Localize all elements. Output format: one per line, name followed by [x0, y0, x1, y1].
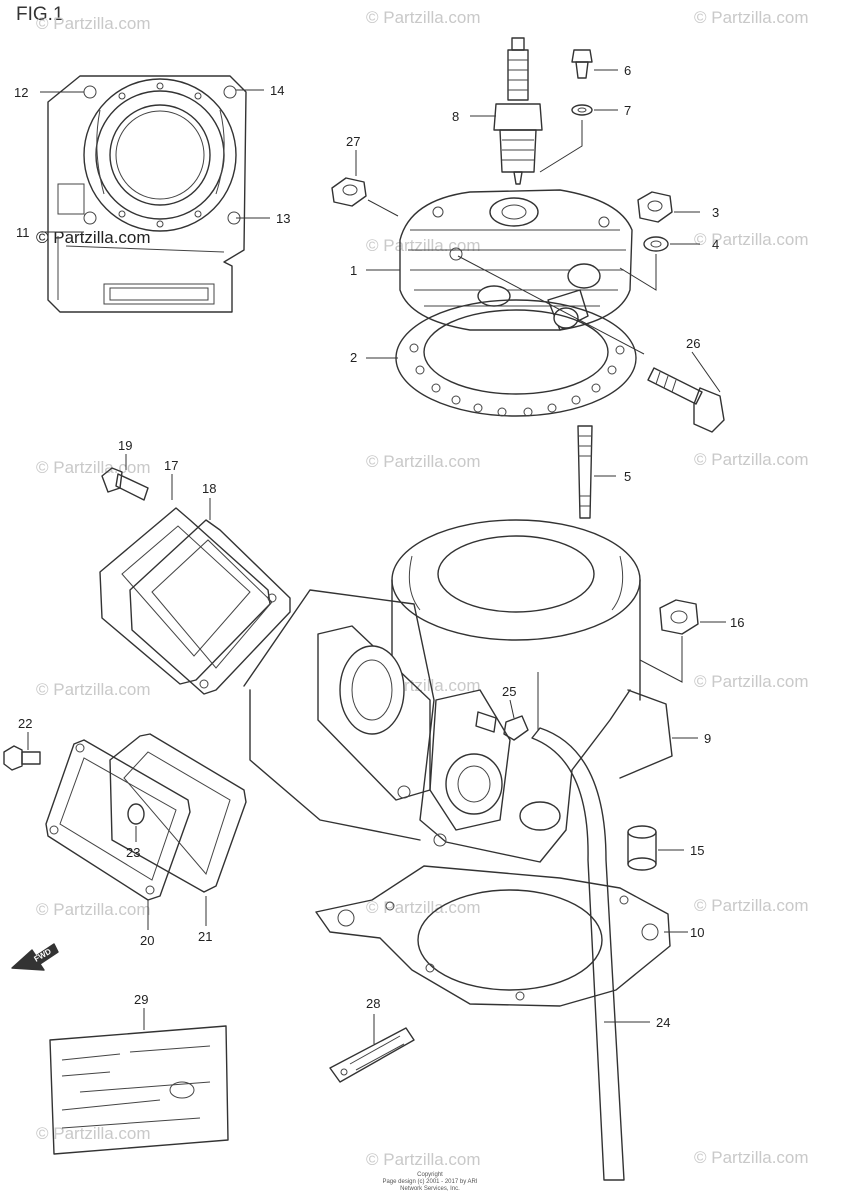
watermark: © Partzilla.com	[366, 1150, 481, 1169]
callout-13: 13	[276, 211, 290, 226]
callout-6: 6	[624, 63, 631, 78]
watermark: © Partzilla.com	[366, 8, 481, 27]
watermark: © Partzilla.com	[366, 898, 481, 917]
washer-4	[643, 236, 669, 252]
callout-29: 29	[134, 992, 148, 1007]
spark-plug	[493, 37, 543, 185]
callout-11: 11	[16, 225, 30, 240]
watermark: © Partzilla.com	[36, 14, 151, 33]
callout-21: 21	[198, 929, 212, 944]
watermark: © Partzilla.com	[694, 450, 809, 469]
watermark: © Partzilla.com	[694, 896, 809, 915]
watermark: © Partzilla.com	[36, 680, 151, 699]
head-gasket	[395, 299, 637, 417]
copyright-line-2: Page design (c) 2001 - 2017 by ARI Netwo…	[382, 1179, 478, 1192]
nut-16	[659, 599, 699, 635]
label-29	[49, 1025, 229, 1155]
watermark: © Partzilla.com	[694, 8, 809, 27]
callout-27: 27	[346, 134, 360, 149]
callout-28: 28	[366, 996, 380, 1011]
cylinder-head	[399, 189, 633, 331]
callout-9: 9	[704, 731, 711, 746]
nut-3	[637, 191, 673, 223]
watermark-inset: © Partzilla.com	[36, 228, 151, 247]
reed-gasket-17	[99, 507, 271, 685]
copyright-line-1: Copyright	[417, 1172, 443, 1178]
callout-23: 23	[126, 845, 140, 860]
dowel-15	[627, 825, 657, 871]
copyright-notice: Copyright Page design (c) 2001 - 2017 by…	[380, 1172, 480, 1193]
callout-5: 5	[624, 469, 631, 484]
watermark: © Partzilla.com	[366, 452, 481, 471]
figure-title: FIG.1	[16, 4, 64, 25]
fitting-25	[475, 711, 529, 741]
bolt-6	[571, 49, 593, 79]
callout-14: 14	[270, 83, 284, 98]
callout-20: 20	[140, 933, 154, 948]
callout-4: 4	[712, 237, 719, 252]
watermark: © Partzilla.com	[694, 1148, 809, 1167]
reed-gasket-21	[109, 733, 247, 893]
washer-7	[571, 104, 593, 116]
bolt-26	[647, 367, 725, 433]
callout-19: 19	[118, 438, 132, 453]
base-gasket	[315, 865, 671, 1007]
nut-27	[331, 177, 367, 207]
fwd-arrow-icon: FWD	[11, 943, 59, 971]
callout-10: 10	[690, 925, 704, 940]
callout-17: 17	[164, 458, 178, 473]
stud-5	[577, 425, 593, 519]
callout-7: 7	[624, 103, 631, 118]
callout-26: 26	[686, 336, 700, 351]
watermark: © Partzilla.com	[36, 1124, 151, 1143]
callout-15: 15	[690, 843, 704, 858]
callout-8: 8	[452, 109, 459, 124]
grommet-23	[127, 803, 145, 825]
watermark: © Partzilla.com	[36, 900, 151, 919]
callout-3: 3	[712, 205, 719, 220]
reed-cover-20	[45, 739, 191, 901]
callout-12: 12	[14, 85, 28, 100]
callout-1: 1	[350, 263, 357, 278]
watermark: © Partzilla.com	[694, 230, 809, 249]
callout-22: 22	[18, 716, 32, 731]
reed-gasket-18	[129, 519, 291, 695]
watermark: © Partzilla.com	[694, 672, 809, 691]
callout-25: 25	[502, 684, 516, 699]
cylinder-top-inset	[47, 75, 247, 313]
label-28	[329, 1027, 415, 1083]
callout-16: 16	[730, 615, 744, 630]
callout-18: 18	[202, 481, 216, 496]
callout-24: 24	[656, 1015, 670, 1030]
cylinder-body	[243, 519, 673, 863]
bolt-19	[101, 467, 149, 501]
bolt-22	[3, 745, 41, 771]
callout-2: 2	[350, 350, 357, 365]
hose-24	[531, 727, 625, 1181]
